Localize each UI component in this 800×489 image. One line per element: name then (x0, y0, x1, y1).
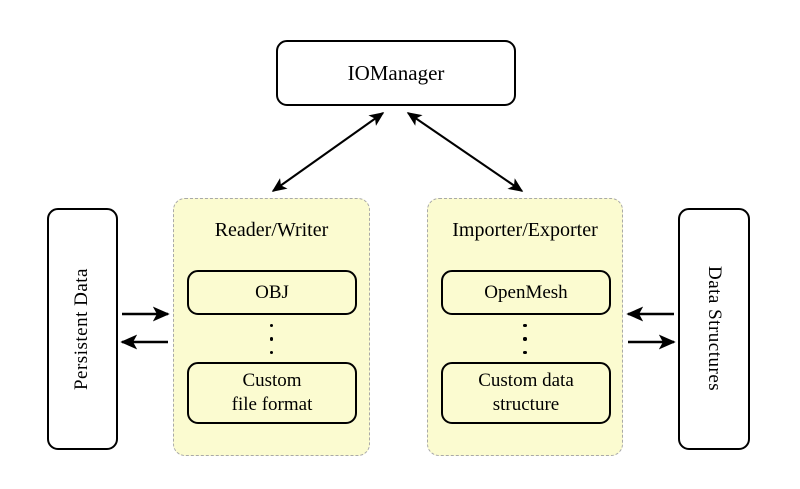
node-custom-file-format-line2: file format (231, 394, 313, 415)
node-custom-file-format[interactable]: Custom file format (187, 362, 357, 424)
node-custom-data-structure[interactable]: Custom data structure (441, 362, 611, 424)
node-data-structures[interactable]: Data Structures (678, 208, 750, 450)
node-custom-data-structure-label: Custom data structure (478, 369, 574, 417)
node-obj[interactable]: OBJ (187, 270, 357, 315)
group-importer-exporter-title: Importer/Exporter (452, 219, 598, 241)
ellipsis-vertical-icon (428, 324, 622, 354)
node-data-structures-label: Data Structures (704, 266, 726, 392)
connector-manager-reader-writer (271, 112, 385, 192)
node-iomanager[interactable]: IOManager (276, 40, 516, 106)
ellipsis-vertical-icon (174, 324, 369, 354)
group-reader-writer-title: Reader/Writer (214, 219, 329, 241)
connector-manager-importer-exporter (406, 112, 524, 192)
node-openmesh[interactable]: OpenMesh (441, 270, 611, 315)
node-custom-data-structure-line1: Custom data (478, 370, 574, 392)
node-iomanager-label: IOManager (347, 60, 445, 85)
node-persistent-data-label: Persistent Data (71, 267, 93, 390)
node-custom-file-format-line1: Custom (242, 370, 302, 392)
node-custom-data-structure-line2: structure (492, 394, 560, 415)
group-reader-writer[interactable]: Reader/Writer OBJ Custom file format (173, 198, 370, 456)
node-obj-label: OBJ (255, 281, 289, 303)
node-custom-file-format-label: Custom file format (232, 369, 313, 417)
node-persistent-data[interactable]: Persistent Data (47, 208, 118, 450)
group-importer-exporter[interactable]: Importer/Exporter OpenMesh Custom data s… (427, 198, 623, 456)
node-openmesh-label: OpenMesh (484, 281, 568, 303)
